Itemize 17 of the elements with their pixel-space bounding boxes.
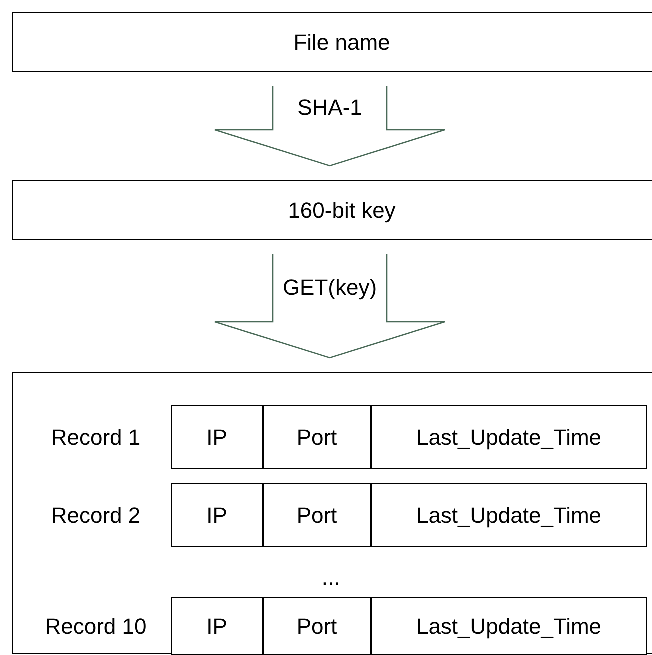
record-label: Record 1 bbox=[51, 424, 141, 452]
table-cell: Last_Update_Time bbox=[371, 597, 647, 655]
table-cell: IP bbox=[171, 597, 263, 655]
edge-label: GET(key) bbox=[282, 277, 378, 299]
table-cell: Port bbox=[263, 597, 371, 655]
process-box: 160-bit key bbox=[12, 180, 652, 240]
table-cell: IP bbox=[171, 483, 263, 547]
record-label: Record 10 bbox=[45, 612, 147, 640]
process-box: File name bbox=[12, 12, 652, 72]
table-frame bbox=[12, 372, 652, 654]
table-cell: Port bbox=[263, 405, 371, 469]
record-label: Record 2 bbox=[51, 502, 141, 530]
table-cell: Last_Update_Time bbox=[371, 405, 647, 469]
table-cell: Last_Update_Time bbox=[371, 483, 647, 547]
table-cell: IP bbox=[171, 405, 263, 469]
table-cell: Port bbox=[263, 483, 371, 547]
ellipsis-text: ... bbox=[322, 564, 340, 592]
